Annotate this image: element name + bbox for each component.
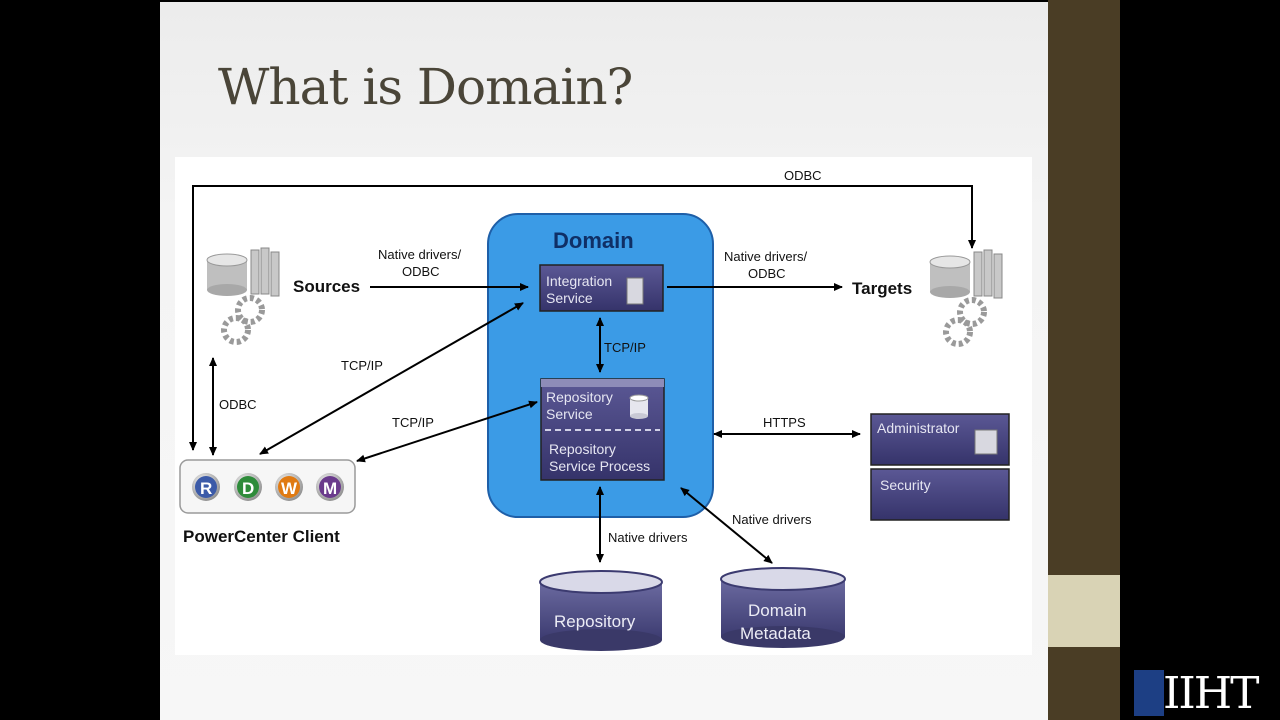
powercenter-client-label: PowerCenter Client	[183, 527, 340, 546]
server-icon	[626, 277, 644, 305]
tcpip-inner-label: TCP/IP	[604, 340, 646, 355]
right-side-band	[1048, 575, 1120, 647]
repository-service-line1: Repository	[546, 389, 613, 405]
security-label: Security	[880, 477, 931, 493]
client-icon-m-letter: M	[323, 479, 337, 498]
administrator-box: Administrator	[870, 413, 1010, 466]
domain-metadata-arrow	[680, 487, 773, 564]
repository-service-line2: Service	[546, 406, 593, 422]
administrator-label: Administrator	[877, 420, 960, 436]
repository-cylinder: Repository	[539, 570, 663, 651]
admin-server-icon	[974, 429, 998, 455]
database-icon	[629, 394, 649, 419]
sources-label: Sources	[293, 277, 360, 296]
odbc-top-connector	[189, 185, 976, 451]
client-icon-r-letter: R	[200, 479, 212, 498]
repository-label: Repository	[554, 612, 636, 631]
native-odbc-left-line2: ODBC	[402, 264, 440, 279]
security-box: Security	[870, 468, 1010, 521]
client-repository-arrow	[356, 400, 538, 463]
integration-service-line2: Service	[546, 290, 593, 306]
native-odbc-right-line2: ODBC	[748, 266, 786, 281]
tcpip-upper-label: TCP/IP	[341, 358, 383, 373]
native-odbc-right-line1: Native drivers/	[724, 249, 807, 264]
domain-metadata-cylinder: Domain Metadata	[720, 567, 846, 648]
targets-label: Targets	[852, 279, 912, 298]
native-drivers-right-label: Native drivers	[732, 512, 812, 527]
domain-metadata-line1: Domain	[748, 601, 807, 620]
integration-service-box: Integration Service	[539, 264, 664, 312]
domain-metadata-line2: Metadata	[740, 624, 811, 643]
native-odbc-left-line1: Native drivers/	[378, 247, 461, 262]
slide-title: What is Domain?	[218, 58, 633, 116]
odbc-top-label: ODBC	[784, 168, 822, 183]
link-icon	[1134, 670, 1164, 716]
client-icon-r: R	[192, 473, 220, 501]
odbc-left-label: ODBC	[219, 397, 257, 412]
repository-service-box: Repository Service Repository Service Pr…	[540, 378, 665, 481]
tcpip-lower-label: TCP/IP	[392, 415, 434, 430]
native-drivers-left-label: Native drivers	[608, 530, 688, 545]
powercenter-client-box	[179, 459, 356, 514]
client-icon-m: M	[316, 473, 344, 501]
client-integration-arrow	[259, 302, 524, 455]
repository-process-line2: Service Process	[549, 458, 650, 474]
domain-label: Domain	[553, 228, 634, 253]
client-icon-d-letter: D	[242, 479, 254, 498]
targets-icon	[929, 249, 1003, 347]
brand-logo-text: IIHT	[1163, 668, 1259, 719]
client-icon-w: W	[275, 473, 303, 501]
client-icon-w-letter: W	[281, 479, 298, 498]
sources-icon	[206, 247, 280, 345]
integration-service-line1: Integration	[546, 273, 612, 289]
repository-process-line1: Repository	[549, 441, 616, 457]
client-icon-d: D	[234, 473, 262, 501]
https-label: HTTPS	[763, 415, 806, 430]
